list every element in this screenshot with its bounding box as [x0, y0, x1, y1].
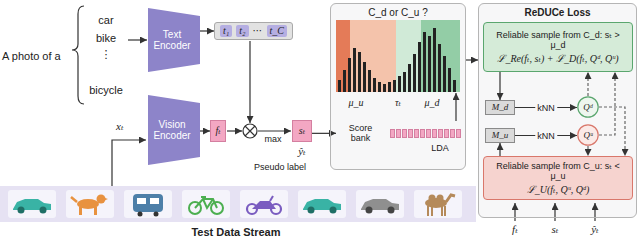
dashed-connector: [587, 146, 588, 156]
token: t_C: [267, 25, 287, 37]
loss-formula: ℒ_Re(fₜ, sₜ) + ℒ_D(fₜ, Qᵈ, Qᵘ): [497, 53, 618, 65]
class-name: bicycle: [89, 84, 123, 97]
arrow: [128, 39, 147, 40]
arrow: [112, 140, 146, 186]
input-symbol: sₜ: [552, 223, 559, 236]
edge-label: kNN: [535, 130, 557, 140]
connector: [200, 130, 210, 131]
token: t₁: [220, 25, 232, 37]
threshold-symbol: τₜ: [395, 97, 401, 109]
dashed-connector: [587, 72, 588, 96]
pseudo-label-caption: Pseudo label: [254, 162, 306, 172]
arrow: [227, 130, 242, 131]
class-name: car: [98, 14, 113, 27]
brace: [72, 6, 84, 104]
prompt-text: A photo of a: [2, 50, 61, 63]
score-cell: [438, 129, 443, 138]
input-symbol: ŷₜ: [591, 223, 599, 236]
score-bank: Score bank: [336, 122, 462, 145]
ellipsis: ⋮: [101, 48, 112, 61]
score-cell: [444, 129, 449, 138]
queue-circle: Qᵈ: [577, 96, 599, 118]
arrow: [455, 93, 456, 121]
encoder-name: Text Encoder: [151, 29, 193, 52]
reliable-uncertain-box: Reliable sample from C_u: sₜ < μ_uℒ_U(fₜ…: [483, 156, 633, 200]
score-cell: [414, 129, 419, 138]
panel-title: ReDUCe Loss: [524, 7, 590, 19]
ellipsis: ⋯: [253, 25, 263, 37]
panel-ground: [478, 3, 637, 218]
score-cell: [456, 129, 461, 138]
token: t₂: [236, 25, 248, 37]
memory-symbol: M_d: [492, 102, 509, 112]
panel-ground: [330, 3, 466, 170]
queue-symbol: Qᵈ: [583, 102, 592, 112]
memory-bank: M_d: [485, 100, 515, 115]
score-cells: [390, 129, 462, 138]
queue-symbol: Qᵘ: [583, 130, 592, 140]
encoder-name: Vision Encoder: [151, 119, 193, 142]
score-cell: [402, 129, 407, 138]
input-symbol: xₜ: [116, 120, 124, 133]
arrow: [514, 203, 515, 221]
product-symbol: [243, 124, 257, 138]
arrow: [594, 203, 595, 221]
histogram: [336, 20, 460, 92]
score-cell: [432, 129, 437, 138]
pseudo-label-symbol: ŷₜ: [298, 145, 306, 158]
test-stream: [0, 186, 476, 222]
score-cell: [408, 129, 413, 138]
connector: [499, 143, 500, 156]
score-cell: [426, 129, 431, 138]
queue-circle: Qᵘ: [577, 124, 599, 146]
text-embedding-row: t₁ t₂ ⋯ t_C: [214, 22, 293, 40]
connector: [499, 72, 500, 100]
score-cell: [420, 129, 425, 138]
arrow: [249, 41, 250, 123]
score-symbol: sₜ: [299, 125, 305, 137]
class-name: bike: [96, 32, 116, 45]
feature-box: fₜ: [210, 120, 226, 142]
threshold-symbol: μ_d: [424, 97, 439, 109]
loss-formula: ℒ_U(fₜ, Qᵘ, Qᵈ): [527, 184, 590, 196]
condition-text: Reliable sample from C_u: sₜ < μ_u: [488, 161, 628, 182]
vision-encoder: Vision Encoder: [148, 95, 200, 165]
text-encoder: Text Encoder: [148, 8, 200, 72]
memory-bank: M_u: [485, 128, 515, 143]
threshold-symbol: μ_u: [348, 97, 363, 109]
feature-symbol: fₜ: [215, 125, 220, 137]
dashed-connector: [599, 72, 615, 135]
condition-text: Reliable sample from C_d: sₜ > μ_d: [488, 30, 628, 51]
connector: [312, 133, 336, 134]
input-symbol: fₜ: [512, 223, 518, 236]
arrow: [258, 130, 291, 131]
stream-caption: Test Data Stream: [191, 226, 280, 239]
method-label: LDA: [431, 143, 449, 153]
bank-label: Score bank: [338, 123, 383, 144]
memory-symbol: M_u: [492, 130, 509, 140]
connector: [200, 30, 214, 31]
panel-title: C_d or C_u ?: [368, 7, 427, 19]
dashed-connector: [599, 107, 625, 156]
loss-panel: ReDUCe LossReliable sample from C_d: sₜ …: [478, 3, 637, 218]
reliable-certain-box: Reliable sample from C_d: sₜ > μ_dℒ_Re(f…: [483, 22, 633, 72]
operation-label: max: [264, 134, 281, 144]
score-cell: [396, 129, 401, 138]
connector: [466, 59, 478, 60]
score-box: sₜ: [292, 120, 312, 142]
edge-label: kNN: [535, 102, 557, 112]
score-cell: [390, 129, 395, 138]
score-cell: [450, 129, 455, 138]
arrow: [554, 203, 555, 221]
